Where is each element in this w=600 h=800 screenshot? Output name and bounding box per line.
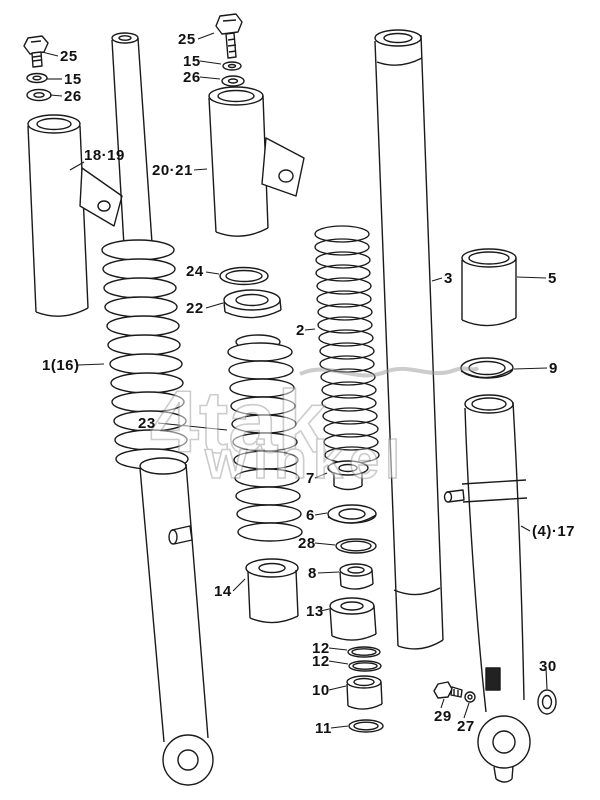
part-label-18-19: 18·19 [84, 147, 125, 164]
part-25-15-26-bolt-washers [215, 13, 245, 87]
watermark-text-2: winkel [204, 430, 406, 490]
part-label-26-left: 26 [64, 88, 82, 105]
part-29-bolt [433, 681, 463, 699]
part-label-6: 6 [306, 507, 315, 524]
part-25-15-26-left-bolt-washers [23, 35, 52, 102]
part-label-12a: 12 [312, 640, 330, 657]
part-label-11: 11 [315, 720, 332, 737]
part-14-bushing [245, 558, 299, 624]
watermark-text-1: 4tak [150, 372, 327, 471]
part-label-20-21: 20·21 [152, 162, 193, 179]
part-24-ring [219, 266, 269, 286]
part-20-21-fork-cover [208, 86, 305, 237]
watermark: 4tak winkel [149, 366, 480, 491]
part-13-cup [329, 597, 377, 641]
part-label-10: 10 [312, 682, 330, 699]
part-11-ring [348, 719, 384, 733]
part-label-4-17: (4)·17 [532, 523, 576, 540]
part-label-15-left: 15 [64, 71, 82, 88]
part-8-cup [339, 563, 374, 590]
part-label-13: 13 [306, 603, 324, 620]
part-label-1-16: 1(16) [42, 357, 80, 374]
part-22-collar [223, 289, 282, 319]
part-label-28: 28 [298, 535, 316, 552]
part-label-12b: 12 [312, 653, 330, 670]
part-1-16-fork-leg-assembly [101, 32, 214, 786]
part-label-25-left: 25 [60, 48, 78, 65]
part-label-25: 25 [178, 31, 196, 48]
part-18-19-fork-cover [27, 114, 123, 317]
part-28-ring [335, 538, 377, 554]
part-label-23: 23 [138, 415, 156, 432]
part-4-17-lower-fork-leg [443, 394, 531, 783]
part-6-seat-washer [327, 504, 377, 524]
part-12-rings [347, 646, 382, 672]
part-27-washer [464, 691, 476, 703]
part-label-26: 26 [183, 69, 201, 86]
part-7-bushing [327, 460, 369, 491]
part-23-boot [227, 334, 303, 542]
part-30-ring [537, 689, 557, 715]
part-label-30: 30 [539, 658, 557, 675]
part-label-9: 9 [549, 360, 558, 377]
leader-lines [41, 32, 548, 729]
part-label-27: 27 [457, 718, 475, 735]
part-3-fork-tube [374, 29, 444, 650]
part-label-22: 22 [186, 300, 204, 317]
part-label-5: 5 [548, 270, 557, 287]
part-label-3: 3 [444, 270, 453, 287]
part-10-collar [346, 675, 383, 710]
part-label-29: 29 [434, 708, 452, 725]
part-label-14: 14 [214, 583, 232, 600]
part-label-2: 2 [296, 322, 305, 339]
part-label-7: 7 [306, 470, 315, 487]
watermark-scribble [299, 366, 480, 378]
part-label-8: 8 [308, 565, 317, 582]
part-label-24: 24 [186, 263, 204, 280]
part-label-15: 15 [183, 53, 201, 70]
part-5-cover [461, 248, 517, 327]
